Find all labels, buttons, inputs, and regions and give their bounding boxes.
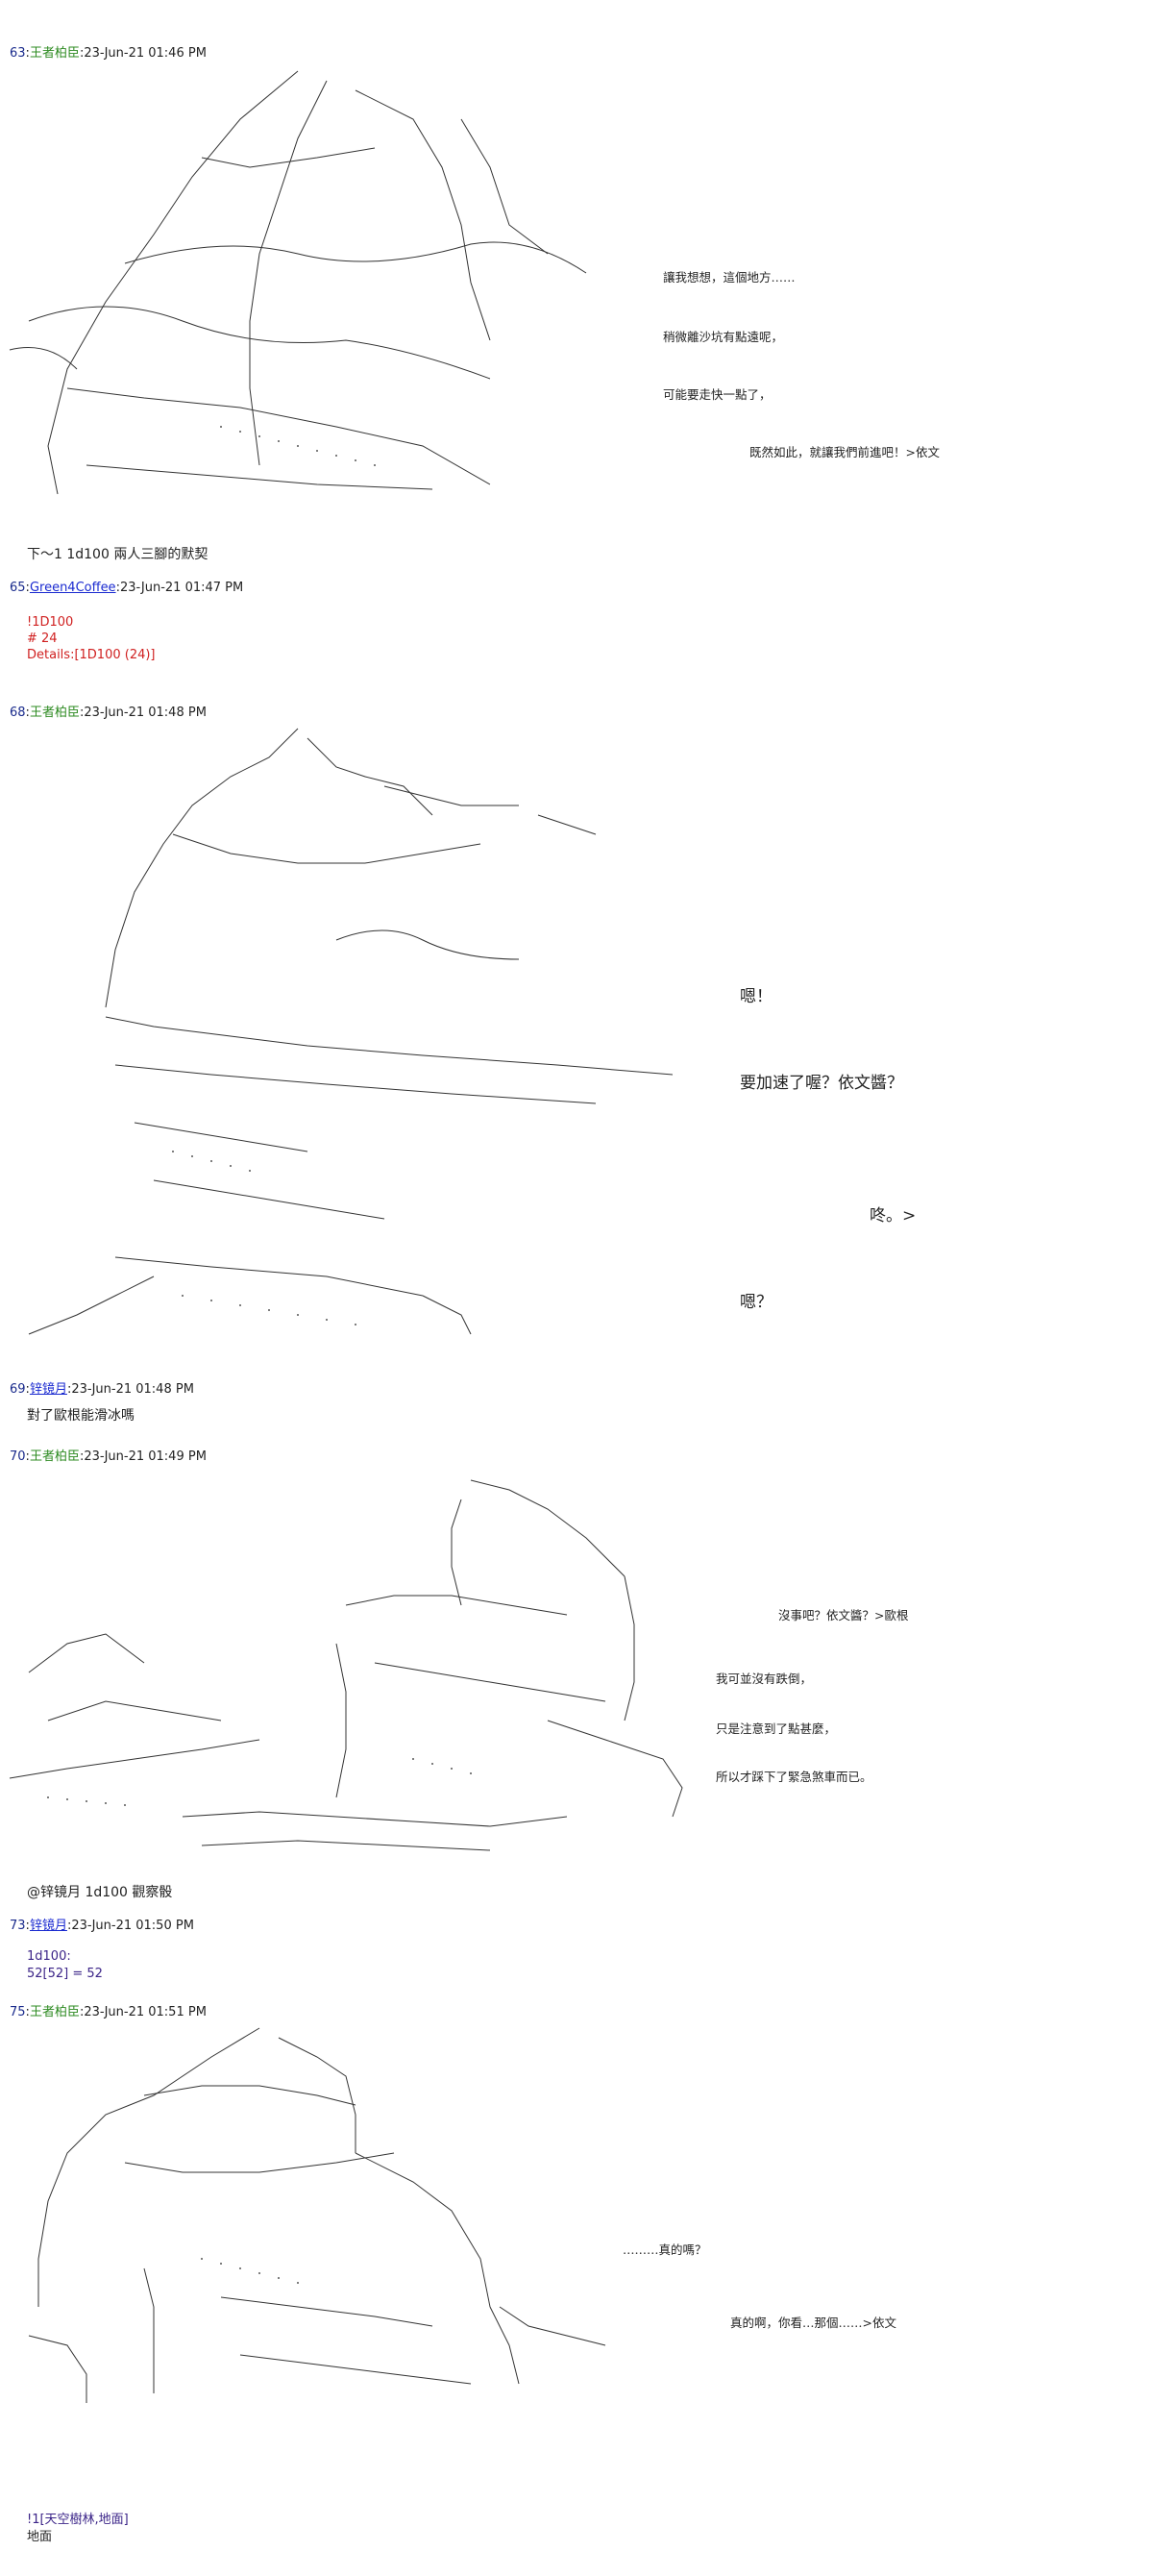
dice-command: 1d100: (27, 1949, 71, 1964)
post-number[interactable]: 73 (10, 1919, 26, 1933)
dice-command: !1[天空樹林,地面] (27, 2513, 129, 2527)
post-number[interactable]: 70 (10, 1449, 26, 1464)
dialogue-line: 嗯！ (740, 987, 773, 1006)
post-timestamp: 23-Jun-21 01:48 PM (84, 706, 207, 720)
post-header: 73:锌镜月:23-Jun-21 01:50 PM (10, 1919, 194, 1933)
dice-command: !1D100 (27, 615, 74, 630)
dialogue-line: 稍微離沙坑有點遠呢， (663, 330, 784, 344)
poster-name: 王者柏臣 (29, 46, 80, 61)
post-header: 65:Green4Coffee:23-Jun-21 01:47 PM (10, 581, 244, 595)
dialogue-line: 讓我想想，這個地方…… (663, 270, 796, 285)
post-timestamp: 23-Jun-21 01:49 PM (84, 1449, 207, 1464)
dialogue-line: 我可並沒有跌倒， (716, 1672, 813, 1686)
dialogue-line: 要加速了喔？依文醬？ (740, 1074, 903, 1093)
post-number[interactable]: 68 (10, 706, 26, 720)
post-body: 對了歐根能滑冰嗎 (27, 1408, 135, 1424)
poster-name-link[interactable]: 锌镜月 (29, 1919, 67, 1933)
ascii-art-figure (9, 70, 587, 495)
post-header: 63:王者柏臣:23-Jun-21 01:46 PM (10, 46, 207, 61)
dialogue-line: 所以才踩下了緊急煞車而已。 (716, 1770, 872, 1784)
ascii-art-figure (28, 2027, 606, 2403)
dice-result: 52[52] = 52 (27, 1967, 103, 1981)
poster-name: 王者柏臣 (29, 2005, 80, 2019)
post-timestamp: 23-Jun-21 01:50 PM (71, 1919, 194, 1933)
post-timestamp: 23-Jun-21 01:51 PM (84, 2005, 207, 2019)
post-timestamp: 23-Jun-21 01:46 PM (84, 46, 207, 61)
dialogue-line: ………真的嗎？ (623, 2242, 707, 2257)
dialogue-line: 沒事吧？依文醬？>歐根 (778, 1608, 909, 1622)
ascii-art-figure (9, 1479, 683, 1851)
dialogue-line: 咚。> (870, 1206, 917, 1226)
post-body: @锌镜月 1d100 觀察骰 (27, 1885, 173, 1900)
dialogue-line: 只是注意到了點甚麼， (716, 1721, 837, 1736)
post-number[interactable]: 69 (10, 1382, 26, 1397)
post-number[interactable]: 75 (10, 2005, 26, 2019)
post-number[interactable]: 65 (10, 581, 26, 595)
dice-details: Details:[1D100 (24)] (27, 648, 156, 662)
poster-name-link[interactable]: Green4Coffee (29, 581, 116, 595)
post-header: 75:王者柏臣:23-Jun-21 01:51 PM (10, 2005, 207, 2019)
post-timestamp: 23-Jun-21 01:47 PM (119, 581, 244, 595)
dice-result: 地面 (27, 2530, 53, 2544)
post-header: 70:王者柏臣:23-Jun-21 01:49 PM (10, 1449, 207, 1464)
poster-name: 王者柏臣 (29, 706, 80, 720)
post-number[interactable]: 63 (10, 46, 26, 61)
post-body: 下～1 1d100 兩人三腳的默契 (27, 547, 209, 562)
poster-name: 王者柏臣 (29, 1449, 80, 1464)
dialogue-line: 嗯？ (740, 1293, 773, 1312)
dialogue-line: 既然如此，就讓我們前進吧！>依文 (749, 445, 940, 459)
post-header: 69:锌镜月:23-Jun-21 01:48 PM (10, 1382, 194, 1397)
ascii-art-figure (28, 728, 674, 1335)
dialogue-line: 可能要走快一點了， (663, 387, 772, 402)
dice-result: # 24 (27, 632, 58, 646)
dialogue-line: 真的啊，你看…那個……>依文 (730, 2316, 896, 2330)
poster-name-link[interactable]: 锌镜月 (29, 1382, 67, 1397)
post-header: 68:王者柏臣:23-Jun-21 01:48 PM (10, 706, 207, 720)
post-timestamp: 23-Jun-21 01:48 PM (71, 1382, 194, 1397)
